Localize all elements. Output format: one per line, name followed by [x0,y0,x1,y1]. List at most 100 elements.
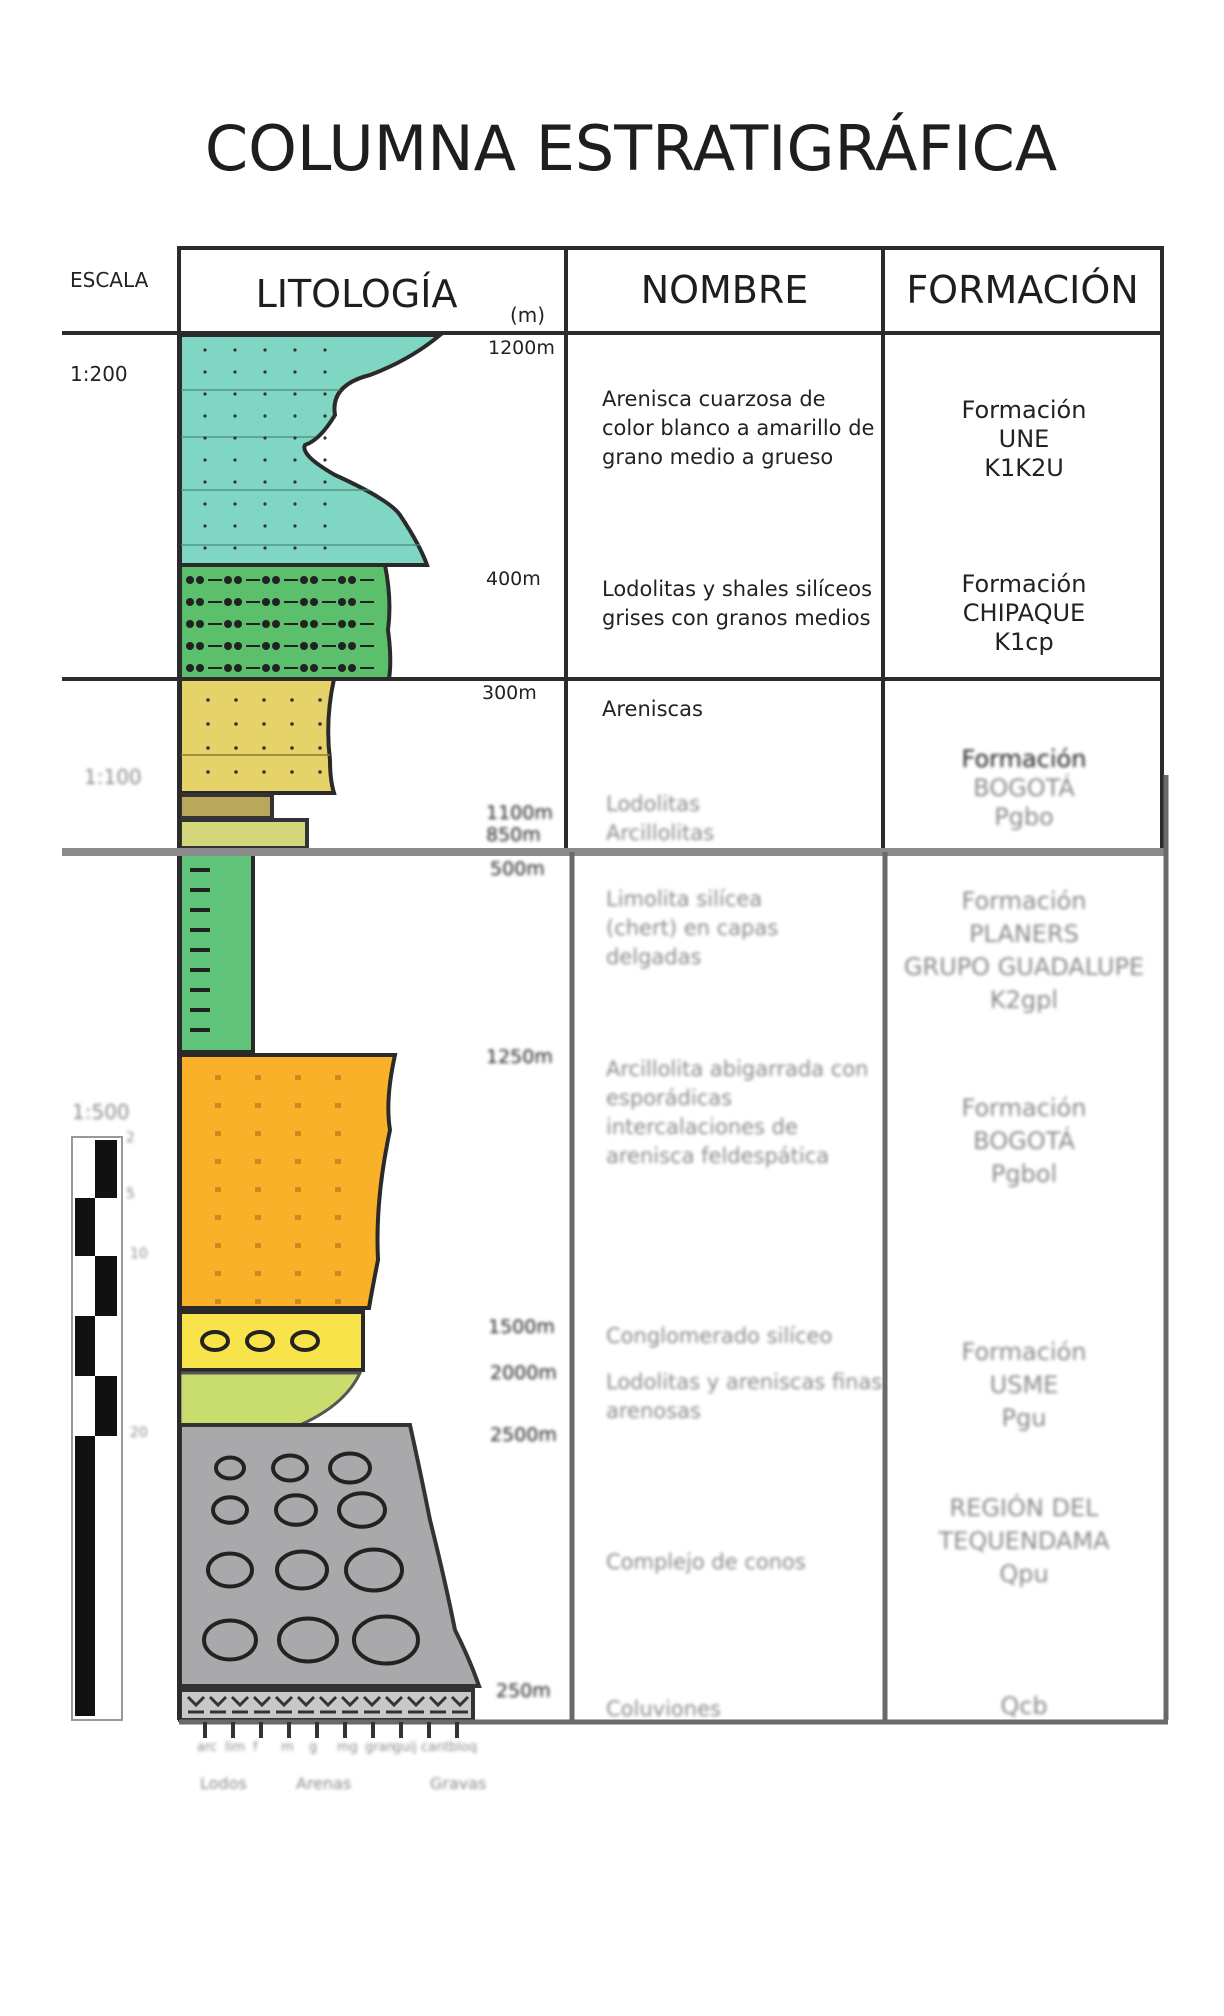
orange-speck [255,1103,261,1108]
grain-size-label: gran [365,1740,395,1755]
sand-dot [263,502,267,506]
shale-dot [272,620,280,628]
sand-dot [323,480,327,484]
formation-line: Formación [961,1094,1087,1122]
orange-speck [255,1299,261,1304]
sand-dot [233,480,237,484]
name-header: NOMBRE [640,268,809,312]
scale-header: ESCALA [70,268,149,292]
sand-dot [263,348,267,352]
cobble [274,1493,318,1527]
scale-tick: 5 [126,1186,135,1202]
shale-dot [338,620,346,628]
sand-dot [323,414,327,418]
name-line: esporádicas [606,1086,733,1110]
formation-line: REGIÓN DEL [949,1494,1099,1522]
formation-line: GRUPO GUADALUPE [903,953,1145,981]
name-cell: Conglomerado silíceo [606,1322,832,1351]
sand-dot [293,436,297,440]
sand-dot [290,722,294,726]
name-line: Complejo de conos [606,1550,806,1574]
colluvium-mark [428,1695,448,1714]
sand-dot [323,348,327,352]
scale-1-100: 1:100 [84,765,142,789]
shale-dot [186,620,194,628]
shale-dot [272,664,280,672]
name-cell: Coluviones [606,1695,721,1724]
orange-speck [215,1159,221,1164]
name-line: delgadas [606,945,702,969]
name-line: Arenisca cuarzosa de [602,387,826,411]
depth-label: 1100m [486,802,553,824]
depth-label: 2500m [490,1424,557,1446]
sand-dot [262,698,266,702]
sand-dot [293,370,297,374]
colluvium-mark [362,1695,382,1714]
orange-speck [255,1187,261,1192]
shale-dot [272,642,280,650]
name-cell: Areniscas [602,695,703,724]
sand-dot [318,698,322,702]
formation-line: Pgbol [990,1160,1058,1188]
cobble [206,1551,254,1589]
depth-label: 2000m [490,1362,557,1384]
sand-dot [233,436,237,440]
layer-green-shale [178,563,393,681]
sand-dot [323,392,327,396]
name-line: Coluviones [606,1697,721,1721]
orange-speck [215,1103,221,1108]
name-line: color blanco a amarillo de [602,416,875,440]
scale-tick: 20 [130,1425,148,1441]
shale-dot [310,620,318,628]
grain-size-label: f [253,1740,258,1755]
sand-dot [206,770,210,774]
sand-dot [203,480,207,484]
name-line: (chert) en capas [606,916,779,940]
shale-dot [196,576,204,584]
grain-size-label: cant [421,1740,450,1755]
sand-dot [203,436,207,440]
colluvium-mark [450,1695,470,1714]
name-line: grises con granos medios [602,606,871,630]
formation-line: Pgbo [994,803,1054,831]
name-cell: Complejo de conos [606,1548,806,1577]
name-line: arenosas [606,1399,701,1423]
orange-speck [215,1131,221,1136]
sand-dot [233,348,237,352]
sand-dot [234,746,238,750]
sand-dot [290,746,294,750]
orange-speck [335,1131,341,1136]
layer-lime-mudstone [178,1371,363,1427]
sand-dot [318,746,322,750]
shale-dot [262,598,270,606]
sand-dot [233,546,237,550]
formation-line: K2gpl [989,986,1059,1014]
sand-dot [263,480,267,484]
table-grid [62,246,1164,1720]
formation-line: TEQUENDAMA [938,1527,1110,1555]
colluvium-mark [208,1695,228,1714]
shale-dot [348,642,356,650]
shale-dot [262,576,270,584]
sand-dot [290,770,294,774]
sand-dot [203,502,207,506]
sand-dot [293,458,297,462]
cobble [214,1455,246,1481]
teal-bedding-lines [180,389,420,546]
formation-line: Formación [961,745,1087,773]
orange-speck [335,1271,341,1276]
orange-speck [215,1243,221,1248]
layer-orange-claystone [178,1053,398,1310]
formation-line: UNE [998,425,1050,453]
shale-dot [300,664,308,672]
sand-dot [293,480,297,484]
colluvium-mark [384,1695,404,1714]
orange-speck [295,1299,301,1304]
sand-dot [293,524,297,528]
